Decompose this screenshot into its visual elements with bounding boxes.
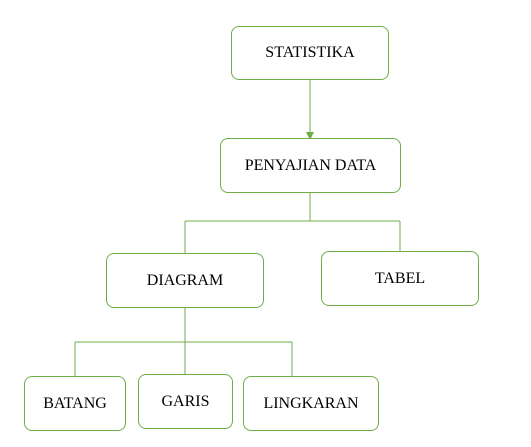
node-penyajian-data-label: PENYAJIAN DATA bbox=[244, 156, 377, 174]
node-tabel-label: TABEL bbox=[374, 269, 426, 287]
node-statistika: STATISTIKA bbox=[231, 26, 389, 80]
node-lingkaran-label: LINGKARAN bbox=[263, 394, 359, 412]
node-batang-label: BATANG bbox=[43, 394, 107, 412]
node-garis-label: GARIS bbox=[161, 392, 210, 410]
node-garis: GARIS bbox=[138, 374, 233, 429]
node-diagram: DIAGRAM bbox=[106, 253, 264, 308]
node-diagram-label: DIAGRAM bbox=[146, 271, 224, 289]
node-penyajian-data: PENYAJIAN DATA bbox=[220, 138, 401, 193]
node-statistika-label: STATISTIKA bbox=[265, 44, 355, 61]
node-lingkaran: LINGKARAN bbox=[243, 376, 379, 431]
node-tabel: TABEL bbox=[321, 251, 479, 306]
node-batang: BATANG bbox=[24, 376, 126, 431]
